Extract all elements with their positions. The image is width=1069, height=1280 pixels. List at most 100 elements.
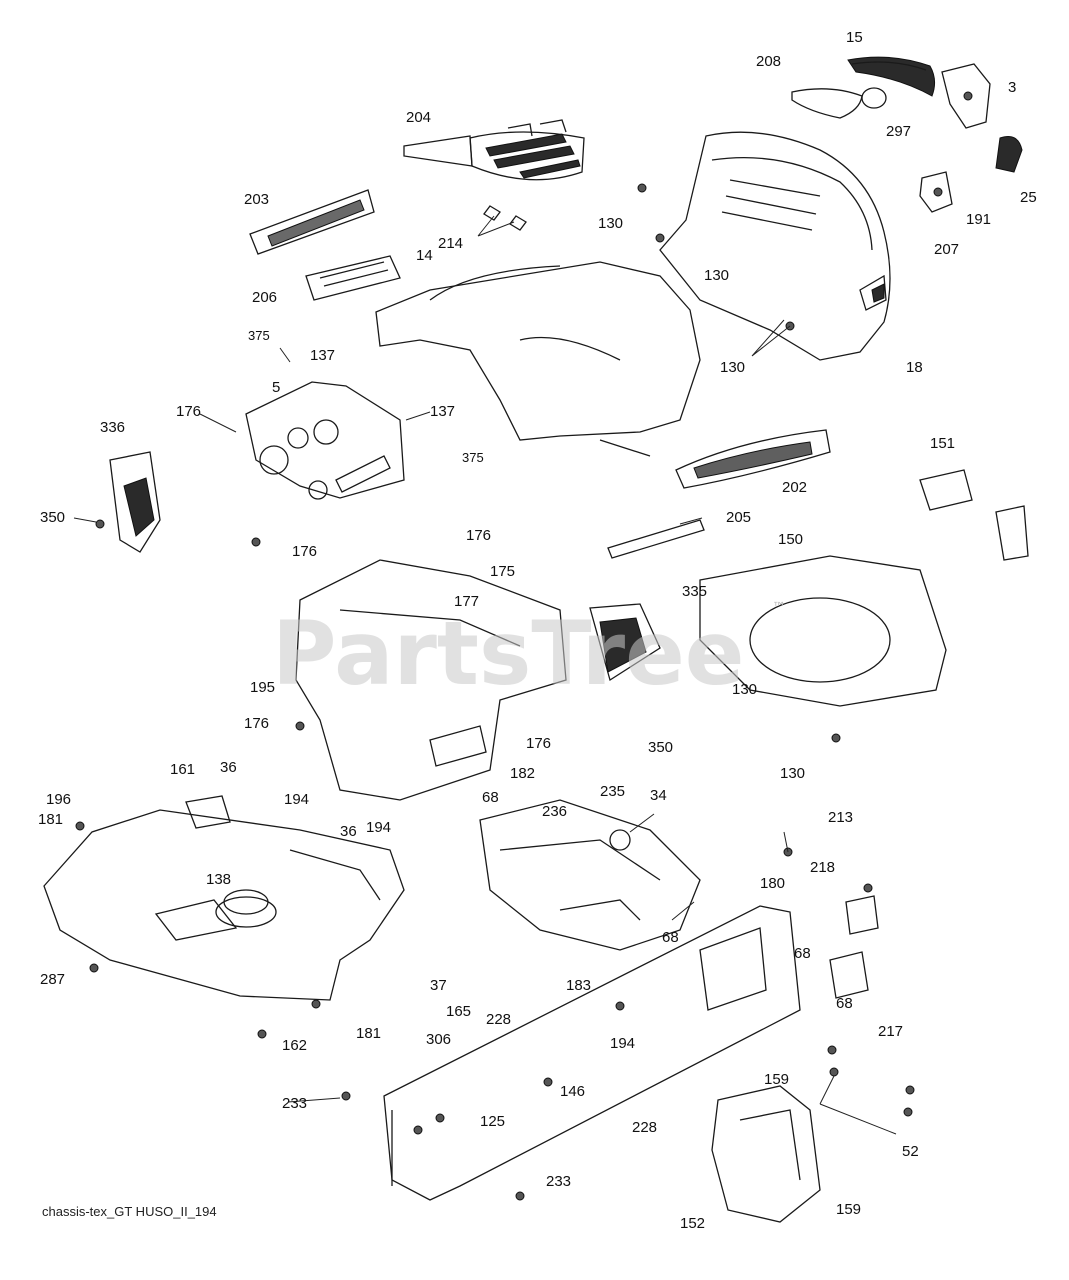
part-25-cap (995, 136, 1023, 173)
label-52: 52 (902, 1143, 919, 1160)
label-138: 138 (206, 871, 231, 888)
label-375-b: 375 (462, 450, 484, 465)
label-165: 165 (446, 1003, 471, 1020)
label-15: 15 (846, 29, 863, 46)
label-206: 206 (252, 289, 277, 306)
label-205: 205 (726, 509, 751, 526)
watermark-text: PartsTree (272, 602, 744, 705)
label-175: 175 (490, 563, 515, 580)
label-297: 297 (886, 123, 911, 140)
label-176-b: 176 (466, 527, 491, 544)
part-159-hitch (711, 1085, 821, 1223)
label-37: 37 (430, 977, 447, 994)
label-14: 14 (416, 247, 433, 264)
part-206-dash-label (305, 255, 401, 301)
part-203-mesh-panel (249, 189, 375, 255)
label-177: 177 (454, 593, 479, 610)
part-208-ornament (791, 87, 887, 119)
label-151: 151 (930, 435, 955, 452)
label-195: 195 (250, 679, 275, 696)
label-137-a: 137 (310, 347, 335, 364)
label-161: 161 (170, 761, 195, 778)
label-68-b: 68 (662, 929, 679, 946)
label-207: 207 (934, 241, 959, 258)
label-68-c: 68 (794, 945, 811, 962)
part-fasteners (75, 183, 915, 1201)
part-number-labels: 15 208 3 297 25 204 191 207 203 130 214 … (38, 29, 1037, 1232)
label-181-a: 181 (38, 811, 63, 828)
part-191-latch (919, 171, 953, 213)
watermark-trademark: ™ (772, 600, 786, 616)
part-202-grille (675, 429, 831, 489)
label-214: 214 (438, 235, 463, 252)
label-375-a: 375 (248, 328, 270, 343)
part-5-dash-console (245, 381, 405, 500)
label-36-a: 36 (220, 759, 237, 776)
label-181-b: 181 (356, 1025, 381, 1042)
label-25: 25 (1020, 189, 1037, 206)
label-350-b: 350 (648, 739, 673, 756)
label-202: 202 (782, 479, 807, 496)
diagram-caption: chassis-tex_GT HUSO_II_194 (42, 1204, 217, 1219)
label-194-a: 194 (284, 791, 309, 808)
leader-lines (73, 215, 897, 1135)
label-350-a: 350 (40, 509, 65, 526)
label-217: 217 (878, 1023, 903, 1040)
part-150-plate (699, 555, 947, 707)
part-205-strap (607, 519, 705, 559)
label-68-a: 68 (482, 789, 499, 806)
label-137-b: 137 (430, 403, 455, 420)
label-180: 180 (760, 875, 785, 892)
label-235: 235 (600, 783, 625, 800)
label-183: 183 (566, 977, 591, 994)
part-chassis-rail (383, 905, 801, 1201)
label-5: 5 (272, 379, 280, 396)
part-214-clips (483, 205, 527, 231)
label-204: 204 (406, 109, 431, 126)
part-161-plate (185, 795, 231, 829)
label-130-a: 130 (598, 215, 623, 232)
part-335-vent (589, 603, 661, 682)
label-335: 335 (682, 583, 707, 600)
label-34: 34 (650, 787, 667, 804)
label-162: 162 (282, 1037, 307, 1054)
label-176-a: 176 (176, 403, 201, 420)
part-336-lever (109, 451, 161, 553)
label-176-c: 176 (292, 543, 317, 560)
label-18: 18 (906, 359, 923, 376)
label-150: 150 (778, 531, 803, 548)
part-rear-fender (43, 809, 405, 1001)
label-287: 287 (40, 971, 65, 988)
label-130-c: 130 (720, 359, 745, 376)
label-152: 152 (680, 1215, 705, 1232)
label-176-d: 176 (244, 715, 269, 732)
label-218: 218 (810, 859, 835, 876)
label-236: 236 (542, 803, 567, 820)
label-203: 203 (244, 191, 269, 208)
label-130-d: 130 (732, 681, 757, 698)
label-228-b: 228 (632, 1119, 657, 1136)
label-3: 3 (1008, 79, 1016, 96)
part-204-grille (403, 119, 585, 181)
part-3-bracket (941, 63, 991, 129)
label-213: 213 (828, 809, 853, 826)
label-208: 208 (756, 53, 781, 70)
label-130-e: 130 (780, 765, 805, 782)
label-159-a: 159 (764, 1071, 789, 1088)
label-233-a: 233 (282, 1095, 307, 1112)
label-159-b: 159 (836, 1201, 861, 1218)
label-146: 146 (560, 1083, 585, 1100)
label-196: 196 (46, 791, 71, 808)
part-151-bracket (919, 469, 1029, 561)
label-125: 125 (480, 1113, 505, 1130)
label-336: 336 (100, 419, 125, 436)
label-306: 306 (426, 1031, 451, 1048)
label-191: 191 (966, 211, 991, 228)
label-176-e: 176 (526, 735, 551, 752)
part-68-side-bracket (829, 895, 879, 999)
part-hood-assembly (375, 131, 891, 457)
label-36-b: 36 (340, 823, 357, 840)
label-130-b: 130 (704, 267, 729, 284)
label-194-c: 194 (610, 1035, 635, 1052)
part-15-trim-strip (847, 56, 936, 97)
